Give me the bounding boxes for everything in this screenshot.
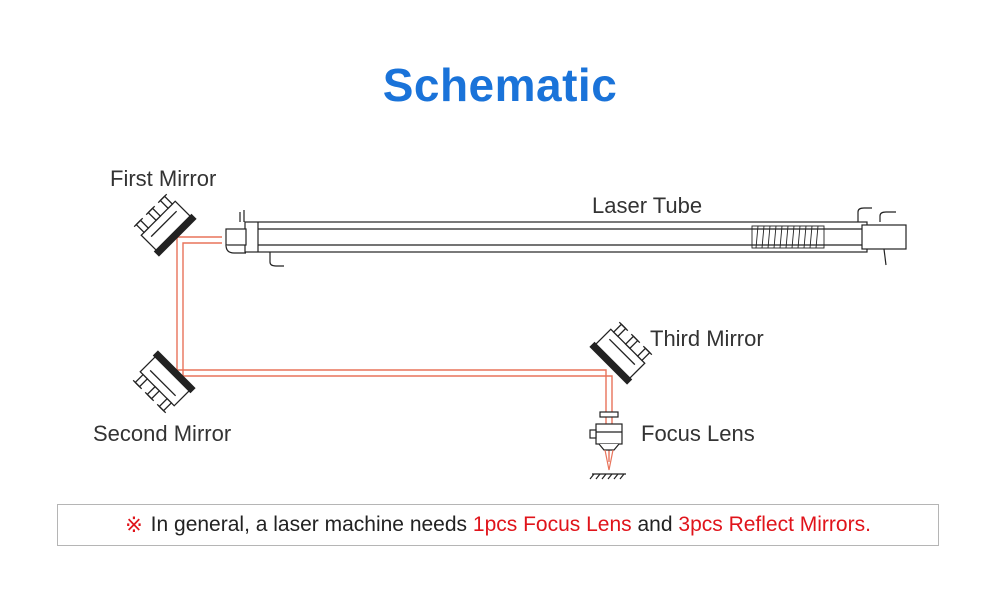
second-mirror-icon: [130, 350, 196, 416]
note-highlight-focus-lens: 1pcs Focus Lens: [472, 513, 632, 536]
focus-lens-icon: [589, 411, 626, 480]
note-symbol: ※: [125, 513, 143, 537]
second-mirror-label: Second Mirror: [93, 421, 232, 446]
laser-tube: [225, 207, 907, 267]
laser-beam-path: [176, 236, 613, 462]
note-text-part1: In general, a laser machine needs: [150, 513, 468, 536]
first-mirror-label: First Mirror: [110, 166, 217, 191]
laser-tube-label: Laser Tube: [592, 193, 703, 218]
tube-coil: [751, 225, 825, 249]
third-mirror-label: Third Mirror: [650, 326, 764, 351]
note-text-part2: and: [637, 513, 673, 536]
note-box: ※ In general, a laser machine needs 1pcs…: [57, 504, 939, 546]
note-highlight-mirrors: 3pcs Reflect Mirrors.: [678, 513, 871, 536]
first-mirror-icon: [131, 191, 197, 257]
third-mirror-icon: [589, 319, 655, 385]
page-title: Schematic: [382, 59, 618, 111]
focus-lens-label: Focus Lens: [641, 421, 755, 446]
